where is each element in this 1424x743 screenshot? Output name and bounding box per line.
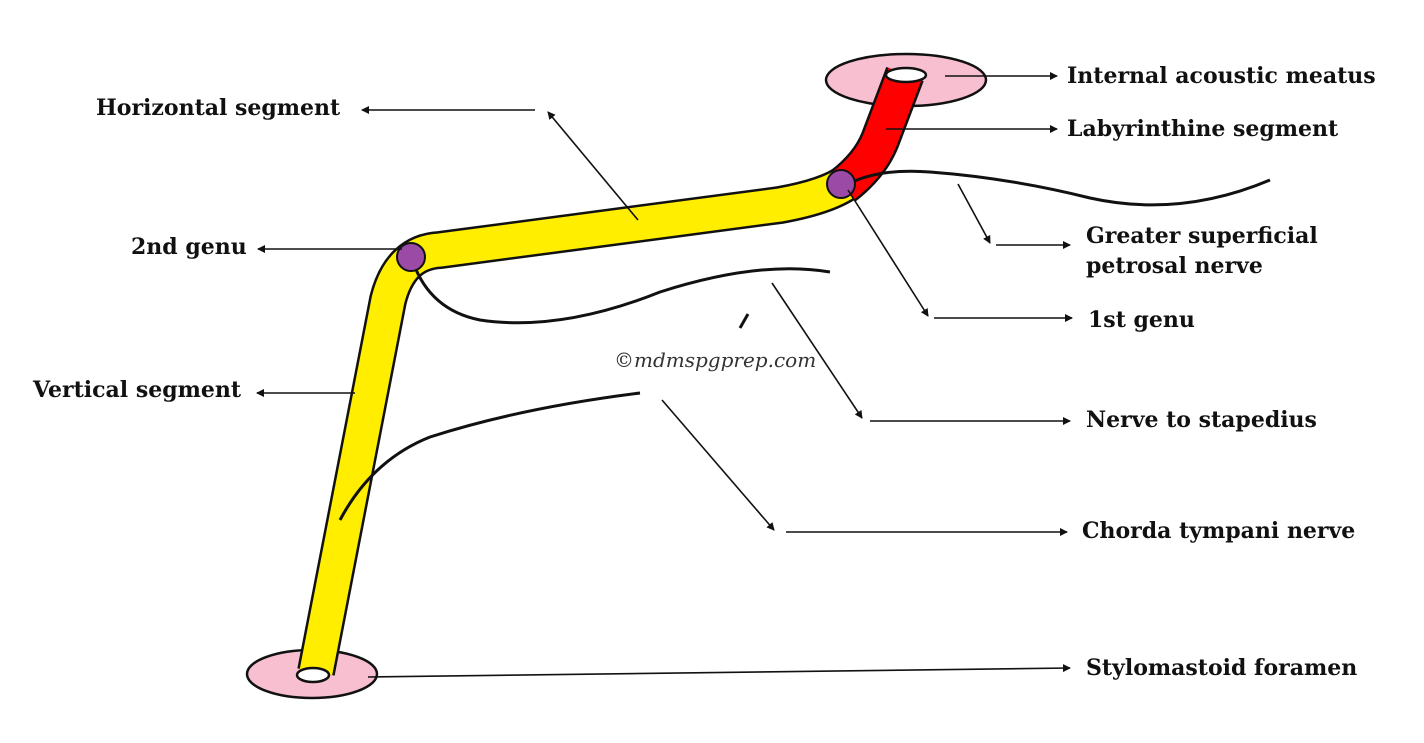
- label-chorda-tympani-nerve: Chorda tympani nerve: [1082, 518, 1356, 544]
- second-genu-marker: [396, 242, 426, 272]
- pointer-gspn: [957, 183, 991, 244]
- watermark: ©mdmspgprep.com: [614, 348, 817, 372]
- chorda-tympani-nerve-line: [338, 391, 641, 521]
- label-vertical-segment: Vertical segment: [33, 377, 242, 403]
- label-nerve-to-stapedius: Nerve to stapedius: [1086, 407, 1317, 433]
- facial-nerve-body: [299, 166, 861, 676]
- label-first-genu: 1st genu: [1088, 307, 1195, 333]
- meatus-opening: [884, 66, 928, 84]
- pointer-stylomastoid-foramen: [367, 664, 1071, 678]
- label-greater-superficial-petrosal-nerve: Greater superficial petrosal nerve: [1086, 223, 1318, 279]
- chorda-tympani-dash: [738, 313, 750, 329]
- label-internal-acoustic-meatus: Internal acoustic meatus: [1067, 63, 1376, 89]
- pointer-nerve-to-stapedius: [771, 282, 863, 419]
- nerve-to-stapedius-line: [411, 261, 831, 325]
- label-second-genu: 2nd genu: [131, 234, 247, 260]
- label-labyrinthine-segment: Labyrinthine segment: [1067, 116, 1339, 142]
- greater-superficial-petrosal-nerve-line: [847, 169, 1271, 207]
- label-horizontal-segment: Horizontal segment: [96, 95, 341, 121]
- label-stylomastoid-foramen: Stylomastoid foramen: [1086, 655, 1358, 681]
- pointer-first-genu: [847, 189, 929, 317]
- pointer-chorda-tympani: [661, 399, 775, 531]
- pointer-horizontal-segment: [547, 111, 639, 221]
- pointer-lines: [256, 72, 1073, 678]
- foramen-opening: [295, 666, 331, 684]
